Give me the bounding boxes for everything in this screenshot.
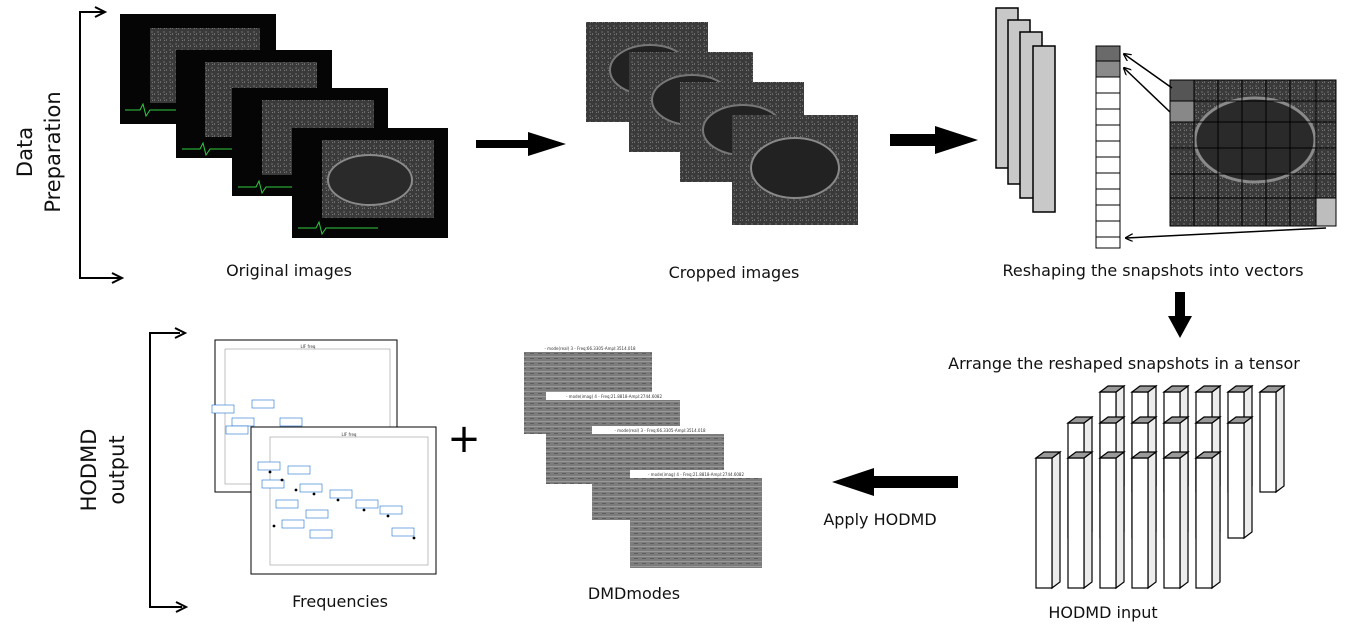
data-preparation-bracket — [79, 6, 125, 284]
tensor-pillar-top — [1194, 451, 1222, 459]
frequencies-label: Frequencies — [292, 592, 388, 611]
tensor-pillar — [1035, 457, 1053, 589]
frequency-plots: LIF freq LIF freq — [211, 339, 437, 575]
arrow-to-tensor — [1168, 292, 1192, 338]
cropped-images-stack — [586, 22, 858, 225]
frequency-plot-back-title: LIF freq — [301, 344, 316, 349]
gridded-snapshot — [1169, 79, 1337, 227]
dmd-modes-stack: - mode(real) 3 - Freq:66.3305-Ampl:3514.… — [524, 345, 764, 574]
tensor-pillar — [1163, 457, 1181, 589]
dmd-mode-4: - mode(imag) 4 - Freq:21.8818-Ampl:2744.… — [630, 470, 764, 574]
tensor-pillar-top — [1226, 385, 1254, 393]
tensor-pillar — [1195, 457, 1213, 589]
tensor-pillars — [1034, 384, 1286, 590]
frequency-plot-front: LIF freq — [250, 426, 437, 575]
tensor-pillar-side — [1179, 450, 1189, 590]
tensor-pillar — [1131, 457, 1149, 589]
original-images-label: Original images — [226, 261, 352, 280]
tensor-pillar-top — [1162, 416, 1190, 424]
reshape-arrows — [1124, 54, 1327, 238]
tensor-pillar-side — [1275, 384, 1285, 494]
tensor-pillar-top — [1194, 416, 1222, 424]
plus-operator: + — [447, 416, 481, 462]
dmd-mode-2-title: - mode(imag) 4 - Freq:21.8818-Ampl:2744.… — [566, 394, 663, 399]
tensor-pillar-side — [1147, 450, 1157, 590]
tensor-pillar — [1259, 391, 1277, 493]
dmd-mode-3-title: - mode(real) 3 - Freq:66.3305-Ampl:3514.… — [614, 428, 706, 433]
tensor-pillar-top — [1098, 385, 1126, 393]
tensor-pillar — [1067, 457, 1085, 589]
original-image-4 — [292, 128, 448, 238]
tensor-pillar-side — [1083, 450, 1093, 590]
frequency-plot-front-title: LIF freq — [342, 432, 357, 437]
snapshot-strips — [995, 7, 1056, 213]
arrow-apply-hodmd — [832, 468, 958, 496]
dmd-mode-4-title: - mode(imag) 4 - Freq:21.8818-Ampl:2744.… — [648, 472, 745, 477]
tensor-pillar-side — [1243, 415, 1253, 540]
arrange-tensor-label: Arrange the reshaped snapshots in a tens… — [948, 354, 1300, 373]
arrow-to-reshaping — [890, 126, 978, 154]
reshaping-label: Reshaping the snapshots into vectors — [1002, 261, 1303, 280]
arrow-to-cropped — [476, 132, 566, 156]
original-images-stack — [120, 14, 448, 238]
apply-hodmd-label: Apply HODMD — [823, 510, 936, 529]
tensor-pillar-top — [1098, 416, 1126, 424]
tensor-pillar-top — [1162, 451, 1190, 459]
tensor-pillar-side — [1115, 450, 1125, 590]
snapshot-vector — [1095, 45, 1121, 249]
dmd-modes-label: DMDmodes — [588, 584, 680, 603]
cropped-image-4 — [732, 115, 858, 225]
tensor-pillar-top — [1130, 451, 1158, 459]
tensor-pillar-top — [1258, 385, 1286, 393]
tensor-pillar-top — [1130, 385, 1158, 393]
tensor-pillar-top — [1162, 385, 1190, 393]
tensor-pillar-top — [1226, 416, 1254, 424]
tensor-pillar-top — [1066, 451, 1094, 459]
tensor-pillar-top — [1034, 451, 1062, 459]
tensor-pillar — [1227, 422, 1245, 539]
dmd-mode-1-title: - mode(real) 3 - Freq:66.3305-Ampl:3514.… — [544, 346, 636, 351]
tensor-pillar-top — [1066, 416, 1094, 424]
tensor-pillar-side — [1051, 450, 1061, 590]
tensor-pillar — [1099, 457, 1117, 589]
hodmd-input-label: HODMD input — [1048, 603, 1157, 622]
tensor-pillar-side — [1211, 450, 1221, 590]
tensor-pillar-top — [1130, 416, 1158, 424]
cropped-images-label: Cropped images — [669, 263, 800, 282]
tensor-pillar-top — [1098, 451, 1126, 459]
tensor-pillar-top — [1194, 385, 1222, 393]
hodmd-output-bracket — [149, 327, 189, 613]
